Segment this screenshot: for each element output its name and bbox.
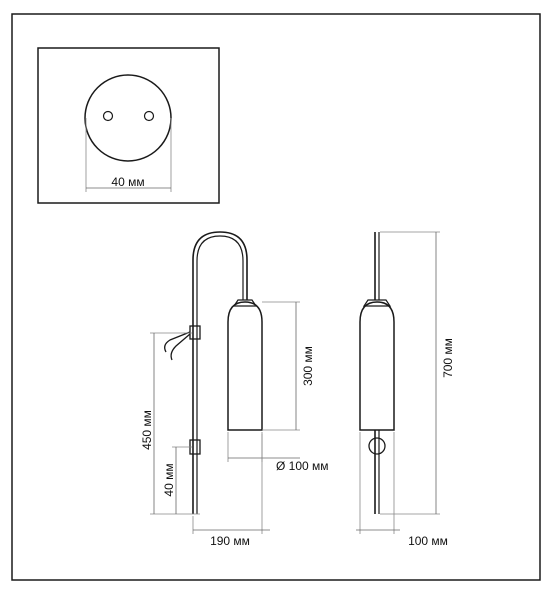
side-rod [192,231,248,514]
side-shade [227,301,263,431]
side-view: 450 мм 40 мм 300 мм Ø 100 мм 190 мм [140,231,329,548]
dim-190-label: 190 мм [210,534,250,548]
side-rod-inner [196,235,244,514]
mount-diameter-label: 40 мм [111,175,144,189]
dim-40-label: 40 мм [162,463,176,496]
dim-700-label: 700 мм [441,338,455,378]
screw-hole-left [102,110,114,122]
screw-hole-right [143,110,155,122]
front-shade [359,301,395,431]
front-shade-cap [362,299,392,307]
mount-detail: 40 мм [37,47,220,204]
dim-dia-label: Ø 100 мм [276,459,329,473]
side-cable-1 [164,331,191,353]
side-cable-2 [170,333,191,361]
side-upper-clamp [189,325,201,340]
front-clamp [368,437,386,455]
dim-450-label: 450 мм [140,410,154,450]
front-view: 700 мм 100 мм [356,231,455,548]
canopy-plate [84,74,172,162]
dim-100-label: 100 мм [408,534,448,548]
outer-frame [11,13,541,581]
dim-300-label: 300 мм [301,346,315,386]
mount-detail-box [37,47,220,204]
